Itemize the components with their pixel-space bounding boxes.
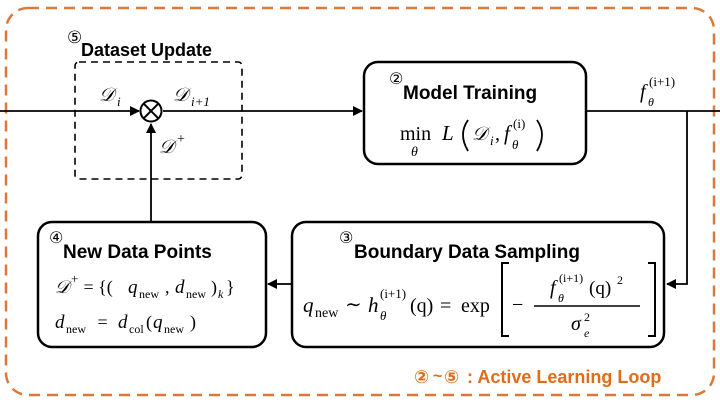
new-data-points-node: ④ New Data Points 𝒟 + = {( q new , d new… [36,220,268,349]
svg-text:θ: θ [380,308,387,323]
svg-text:exp: exp [461,295,490,317]
svg-text:new: new [139,287,159,301]
svg-text:i: i [117,94,121,109]
svg-text:(i): (i) [513,116,525,131]
svg-text:f: f [550,277,558,299]
svg-text:L: L [441,121,454,145]
svg-text:d: d [175,277,185,298]
sampling-distribution-formula: q new ∼ h θ (i+1) (q) = exp − f θ (i+1) … [303,262,656,340]
svg-text:(q): (q) [589,278,611,299]
new-data-points-title: New Data Points [63,242,212,263]
model-training-box [362,60,588,166]
svg-text:,: , [495,123,500,145]
svg-text:θ: θ [558,291,564,305]
label-dataset-i-plus-1: 𝒟 i+1 [173,84,210,109]
svg-text:e: e [584,326,590,340]
svg-text:2: 2 [617,273,623,287]
svg-text:+: + [71,271,78,286]
svg-text:new: new [186,287,206,301]
svg-text:,: , [165,277,174,297]
svg-text:𝒟: 𝒟 [173,84,192,106]
svg-text:new: new [164,322,184,336]
new-points-distance-formula: d new = d col ( q new ) [55,312,196,336]
svg-text:σ: σ [571,313,582,335]
svg-text:): ) [211,277,217,298]
boundary-sampling-node: ③ Boundary Data Sampling q new ∼ h θ (i+… [290,220,666,349]
model-to-sampling-arrow [666,111,688,289]
label-dataset-plus: 𝒟 + [159,132,185,158]
svg-text:=: = [440,295,451,317]
svg-text:(: ( [146,312,152,333]
svg-text:θ: θ [411,145,418,160]
svg-text:𝒟: 𝒟 [55,277,73,298]
svg-text:q: q [128,277,138,298]
svg-text:q: q [303,293,314,317]
svg-text:h: h [368,293,379,317]
svg-text:d: d [118,312,128,333]
svg-text:i+1: i+1 [191,94,210,109]
boundary-sampling-title: Boundary Data Sampling [354,242,580,263]
svg-text:d: d [55,312,65,333]
svg-text:new: new [66,322,86,336]
dataset-update-node: ⑤ Dataset Update [67,28,243,180]
active-learning-loop-frame [4,6,716,397]
new-data-points-step-number: ④ [49,228,63,247]
svg-text:⑤: ⑤ [444,367,459,387]
svg-text:f: f [640,81,648,103]
svg-text:min: min [400,123,431,145]
active-learning-loop-legend: ② ~ ⑤ : Active Learning Loop [414,367,661,387]
svg-text:(i+1): (i+1) [649,74,675,89]
svg-text:(q): (q) [410,295,433,317]
model-training-title: Model Training [403,83,537,104]
svg-text:: Active Learning Loop: : Active Learning Loop [462,367,661,387]
svg-text:~: ~ [433,368,442,385]
svg-text:θ: θ [512,137,519,152]
boundary-sampling-step-number: ③ [339,228,353,247]
model-training-node: ② Model Training min θ L 𝒟 i , f θ (i) [362,60,588,166]
svg-text:−: − [512,294,523,316]
svg-text:𝒟: 𝒟 [99,84,118,106]
svg-text:new: new [315,306,339,321]
svg-text:𝒟: 𝒟 [472,123,491,145]
svg-text:q: q [153,312,163,333]
new-data-points-box [36,220,268,349]
training-objective-formula: min θ L 𝒟 i , f θ (i) [400,116,543,160]
svg-text:(i+1): (i+1) [380,286,406,301]
svg-text:𝒟: 𝒟 [159,136,178,158]
svg-text:col: col [129,322,144,336]
svg-text:②: ② [414,367,429,387]
svg-text:+: + [177,132,185,147]
new-points-set-formula: 𝒟 + = {( q new , d new ) k } [55,271,235,301]
dataset-update-box [74,61,243,180]
svg-text:): ) [190,312,196,333]
svg-text:=: = [93,312,112,332]
svg-text:f: f [504,121,513,145]
model-training-step-number: ② [389,69,403,88]
svg-text:∼: ∼ [345,294,362,316]
svg-text:}: } [226,277,235,297]
svg-text:= {(: = {( [79,277,113,298]
svg-text:(i+1): (i+1) [559,271,583,285]
label-dataset-i: 𝒟 i [99,84,121,109]
svg-text:2: 2 [584,310,590,324]
merge-operator-icon [139,99,163,123]
dataset-update-title: Dataset Update [81,40,212,60]
svg-text:i: i [490,133,494,148]
svg-text:k: k [218,287,224,301]
dataset-update-step-number: ⑤ [67,28,82,48]
label-model-output: f θ (i+1) [640,74,675,109]
svg-text:θ: θ [648,95,654,109]
